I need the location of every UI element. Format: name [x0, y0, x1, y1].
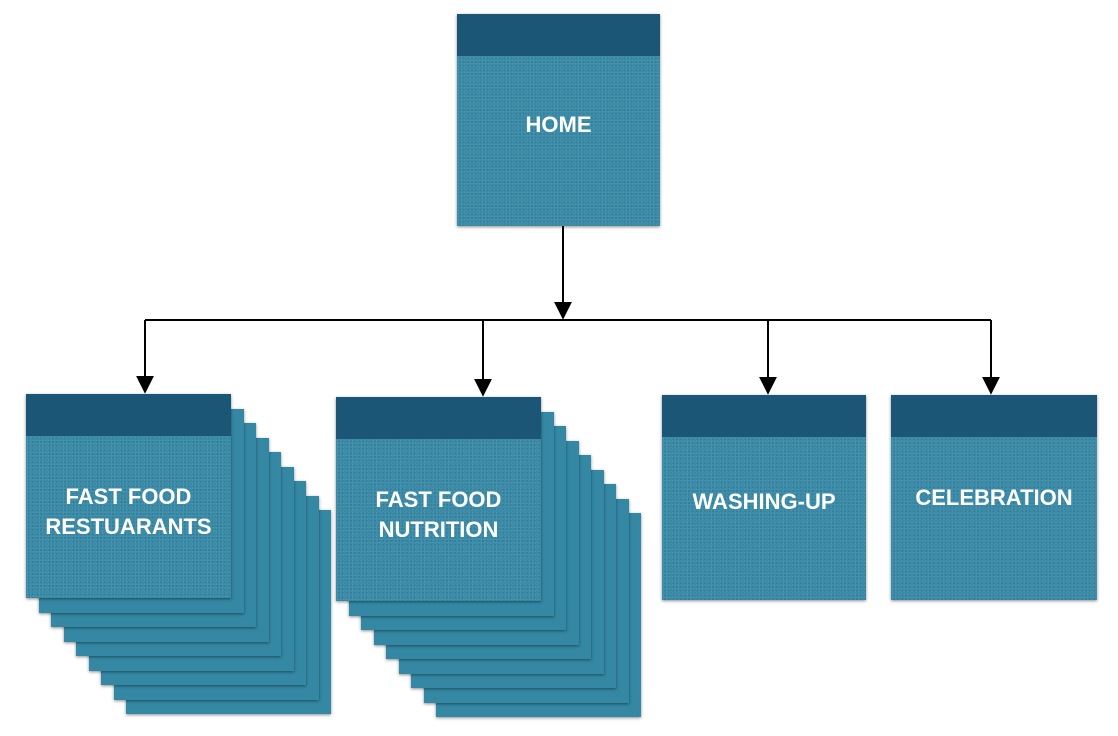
home-node[interactable]: HOME — [457, 14, 660, 226]
fast-food-restaurants-header-band — [26, 394, 231, 436]
fast-food-restaurants-label: FAST FOOD RESTUARANTS — [45, 484, 212, 539]
fast-food-nutrition-label: FAST FOOD NUTRITION — [375, 487, 502, 542]
fast-food-restaurants-node[interactable]: FAST FOOD RESTUARANTS — [26, 394, 231, 598]
celebration-header-band — [891, 395, 1097, 437]
washing-up-label: WASHING-UP — [692, 489, 836, 514]
home-node-label: HOME — [525, 112, 592, 137]
washing-up-node[interactable]: WASHING-UP — [662, 395, 866, 600]
washing-up-header-band — [662, 395, 866, 437]
celebration-label: CELEBRATION — [915, 485, 1073, 510]
fast-food-nutrition-header-band — [336, 397, 541, 439]
celebration-node[interactable]: CELEBRATION — [891, 395, 1097, 600]
fast-food-nutrition-node[interactable]: FAST FOOD NUTRITION — [336, 397, 541, 601]
home-node-header-band — [457, 14, 660, 56]
